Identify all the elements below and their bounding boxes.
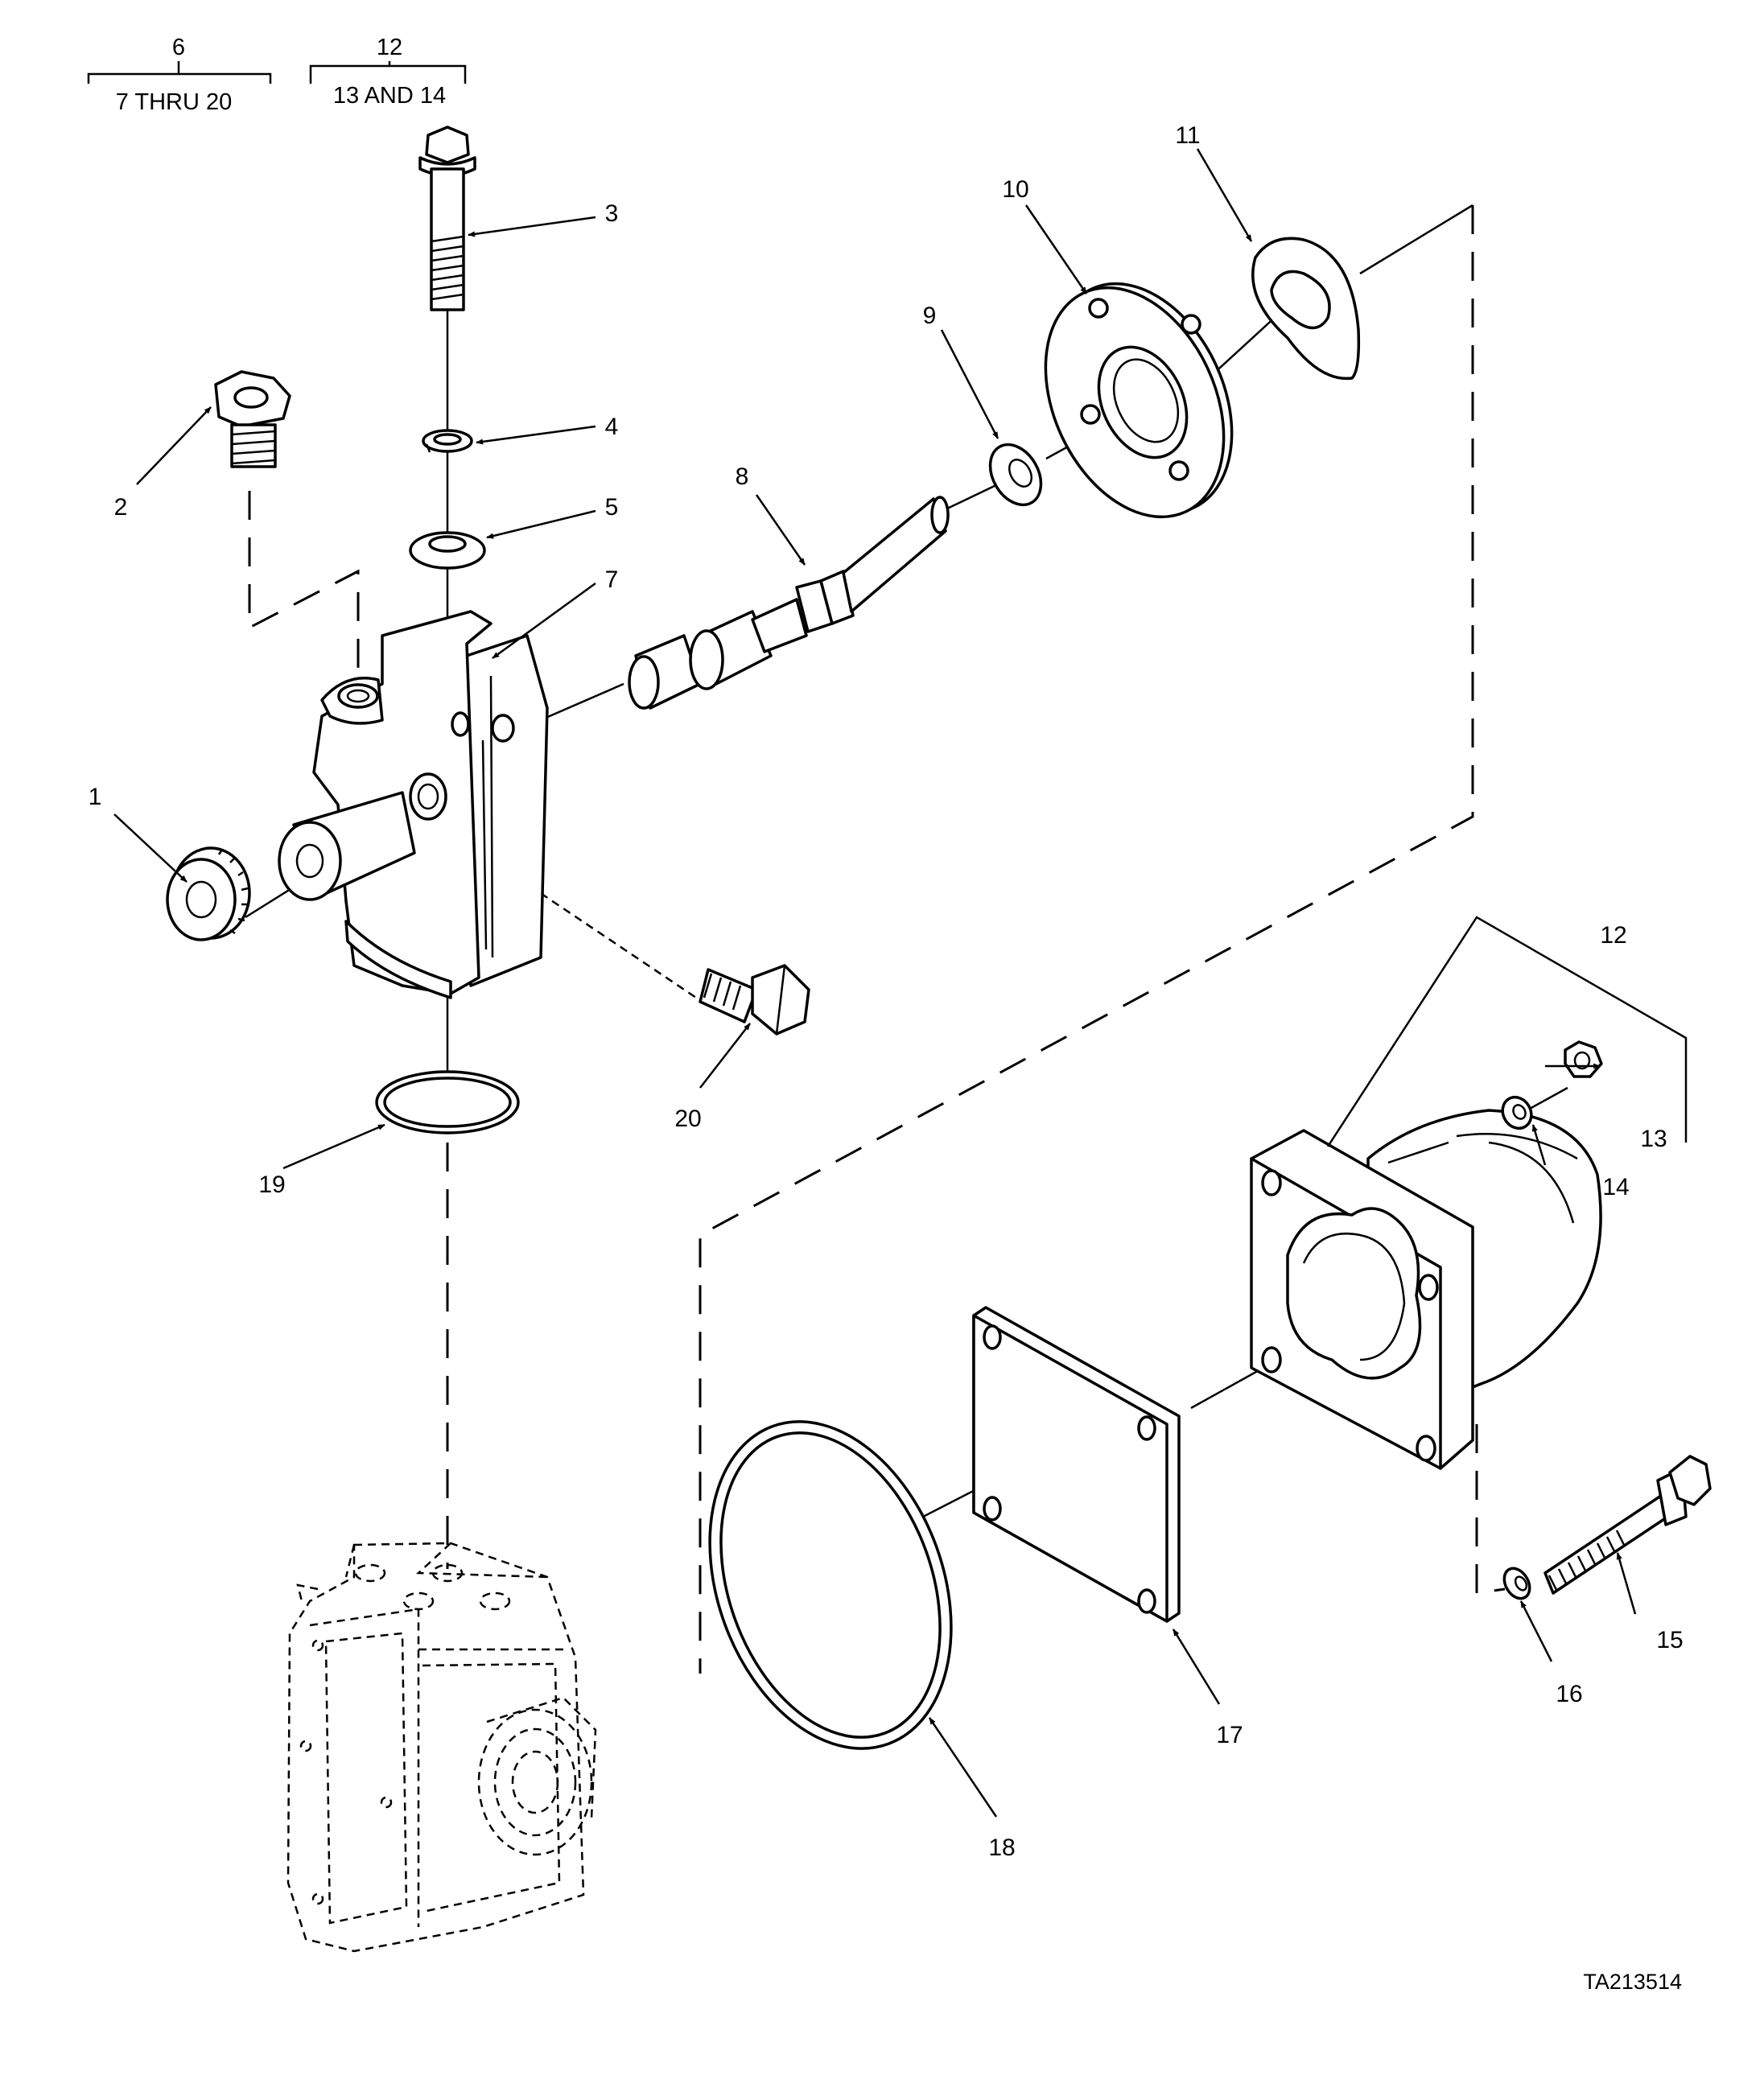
bracket-12-bottom-label: 13 AND 14 bbox=[333, 83, 446, 109]
callout-14: 14 bbox=[1602, 1174, 1629, 1200]
cover-plate-17 bbox=[972, 1306, 1181, 1623]
callout-9: 9 bbox=[923, 303, 937, 329]
callout-13: 13 bbox=[1640, 1126, 1667, 1152]
callout-18: 18 bbox=[988, 1834, 1015, 1861]
pump-body-12 bbox=[1250, 1109, 1602, 1470]
callout-20: 20 bbox=[674, 1106, 701, 1132]
callout-8: 8 bbox=[736, 463, 749, 490]
knurled-nut-1 bbox=[166, 846, 251, 941]
leader-lines bbox=[113, 148, 1637, 1818]
valve-housing-7 bbox=[278, 610, 549, 999]
callout-7: 7 bbox=[605, 566, 619, 593]
bracket-6-bottom-label: 7 THRU 20 bbox=[116, 89, 233, 115]
bracket-6-line bbox=[87, 61, 272, 84]
transmission-housing-phantom bbox=[286, 1542, 597, 1953]
callout-labels: 1 2 3 4 5 7 8 9 10 11 12 13 14 15 16 17 … bbox=[89, 122, 1684, 1861]
callout-11: 11 bbox=[1175, 122, 1200, 149]
washer-14 bbox=[1501, 1095, 1533, 1130]
callout-17: 17 bbox=[1216, 1722, 1243, 1748]
callout-2: 2 bbox=[114, 494, 128, 521]
washer-9 bbox=[988, 443, 1043, 507]
callout-16: 16 bbox=[1556, 1681, 1582, 1707]
bracket-12-line bbox=[309, 61, 467, 84]
pipe-plug-2 bbox=[214, 370, 291, 468]
callout-10: 10 bbox=[1002, 176, 1028, 203]
figure-code: TA213514 bbox=[1583, 1970, 1682, 1994]
seal-ring-18 bbox=[708, 1420, 953, 1750]
hex-bolt-3 bbox=[418, 126, 476, 311]
bracket-12-top-label: 12 bbox=[377, 35, 402, 60]
callout-4: 4 bbox=[605, 414, 619, 440]
callout-12: 12 bbox=[1600, 922, 1626, 949]
bolt-15 bbox=[1544, 1455, 1712, 1595]
callout-1: 1 bbox=[89, 784, 102, 810]
shaft-8 bbox=[628, 496, 950, 710]
bracket-12-assembly-line bbox=[1326, 916, 1688, 1147]
flange-10 bbox=[1044, 282, 1234, 519]
callout-3: 3 bbox=[605, 200, 619, 227]
cap-screw-20 bbox=[699, 964, 810, 1036]
callout-19: 19 bbox=[258, 1171, 285, 1198]
callout-15: 15 bbox=[1656, 1627, 1683, 1653]
o-ring-19 bbox=[375, 1070, 520, 1134]
bracket-group-12: 12 13 AND 14 bbox=[309, 35, 467, 109]
flat-washer-5 bbox=[409, 531, 486, 570]
callout-5: 5 bbox=[605, 494, 619, 521]
lock-washer-4 bbox=[422, 429, 473, 453]
bracket-6-top-label: 6 bbox=[172, 35, 185, 60]
lock-washer-16 bbox=[1502, 1567, 1531, 1600]
hex-nut-13 bbox=[1564, 1040, 1603, 1078]
bracket-group-6: 6 7 THRU 20 bbox=[87, 35, 272, 115]
gasket-11 bbox=[1251, 237, 1361, 381]
